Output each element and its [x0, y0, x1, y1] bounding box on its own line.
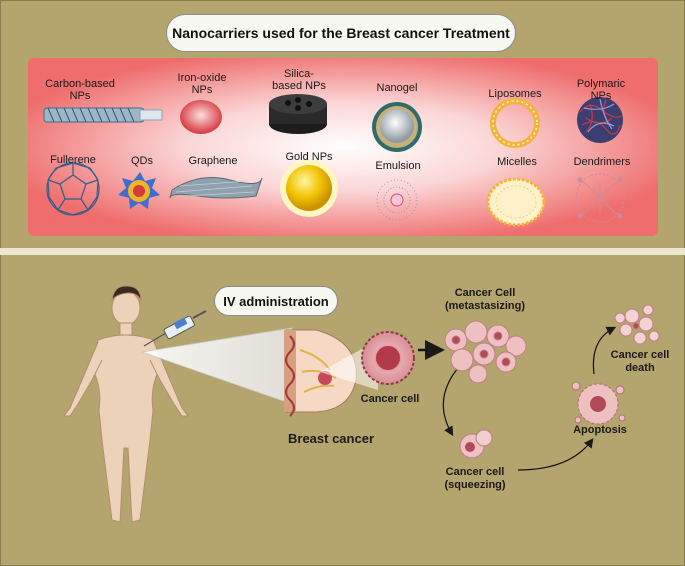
polymeric-np-icon — [577, 97, 623, 143]
iron-oxide-np-icon — [180, 100, 222, 134]
label-fullerene: Fullerene — [50, 154, 96, 166]
label-silica-based-nps: Silica- based NPs — [272, 68, 326, 92]
label-emulsion: Emulsion — [375, 160, 421, 172]
label-cancer-cell-metastasizing: Cancer Cell (metastasizing) — [444, 287, 526, 312]
dendrimer-icon — [575, 173, 625, 223]
label-carbon-based-nps: Carbon-based NPs — [45, 78, 115, 102]
emulsion-icon — [376, 179, 418, 221]
fullerene-icon — [46, 162, 100, 216]
label-cancer-cell-squeezing: Cancer cell (squeezing) — [444, 466, 506, 491]
breast-cross-section — [284, 329, 357, 417]
label-polymaric-nps: Polymaric NPs — [576, 78, 626, 102]
arrow-to-squeezing — [442, 367, 459, 437]
quantum-dot-icon — [118, 172, 160, 209]
label-cancer-cell: Cancer cell — [360, 393, 420, 405]
label-qds: QDs — [131, 155, 153, 167]
label-micelles: Micelles — [497, 156, 537, 168]
graphene-sheet-icon — [169, 177, 263, 199]
dead-cell-fragments — [614, 304, 660, 345]
squeezing-cell-icon — [459, 429, 493, 459]
label-iron-oxide-nps: Iron-oxide NPs — [177, 72, 227, 96]
cancer-cell-icon — [361, 331, 415, 385]
iv-administration-pill: IV administration — [214, 286, 338, 316]
silica-np-icon — [269, 94, 327, 134]
micelle-icon — [486, 177, 546, 227]
label-liposomes: Liposomes — [488, 88, 542, 100]
label-breast-cancer: Breast cancer — [288, 431, 374, 446]
nanogel-icon — [372, 102, 422, 152]
arrow-to-death — [592, 326, 617, 375]
label-cancer-cell-death: Cancer cell death — [610, 349, 670, 374]
gold-np-icon — [280, 159, 338, 217]
metastasizing-cells-cluster — [444, 320, 527, 384]
section-divider — [0, 248, 685, 255]
title-pill: Nanocarriers used for the Breast cancer … — [166, 14, 516, 52]
label-gold-nps: Gold NPs — [285, 151, 333, 163]
apoptosis-cell-icon — [571, 381, 626, 425]
female-patient-figure — [63, 285, 189, 523]
label-nanogel: Nanogel — [376, 82, 418, 94]
liposome-icon — [490, 98, 540, 148]
label-graphene: Graphene — [188, 155, 238, 167]
carbon-nanotube-icon — [43, 107, 163, 123]
syringe-icon — [143, 310, 207, 347]
label-dendrimers: Dendrimers — [573, 156, 631, 168]
label-apoptosis: Apoptosis — [573, 424, 627, 436]
arrow-to-apoptosis — [517, 438, 594, 471]
